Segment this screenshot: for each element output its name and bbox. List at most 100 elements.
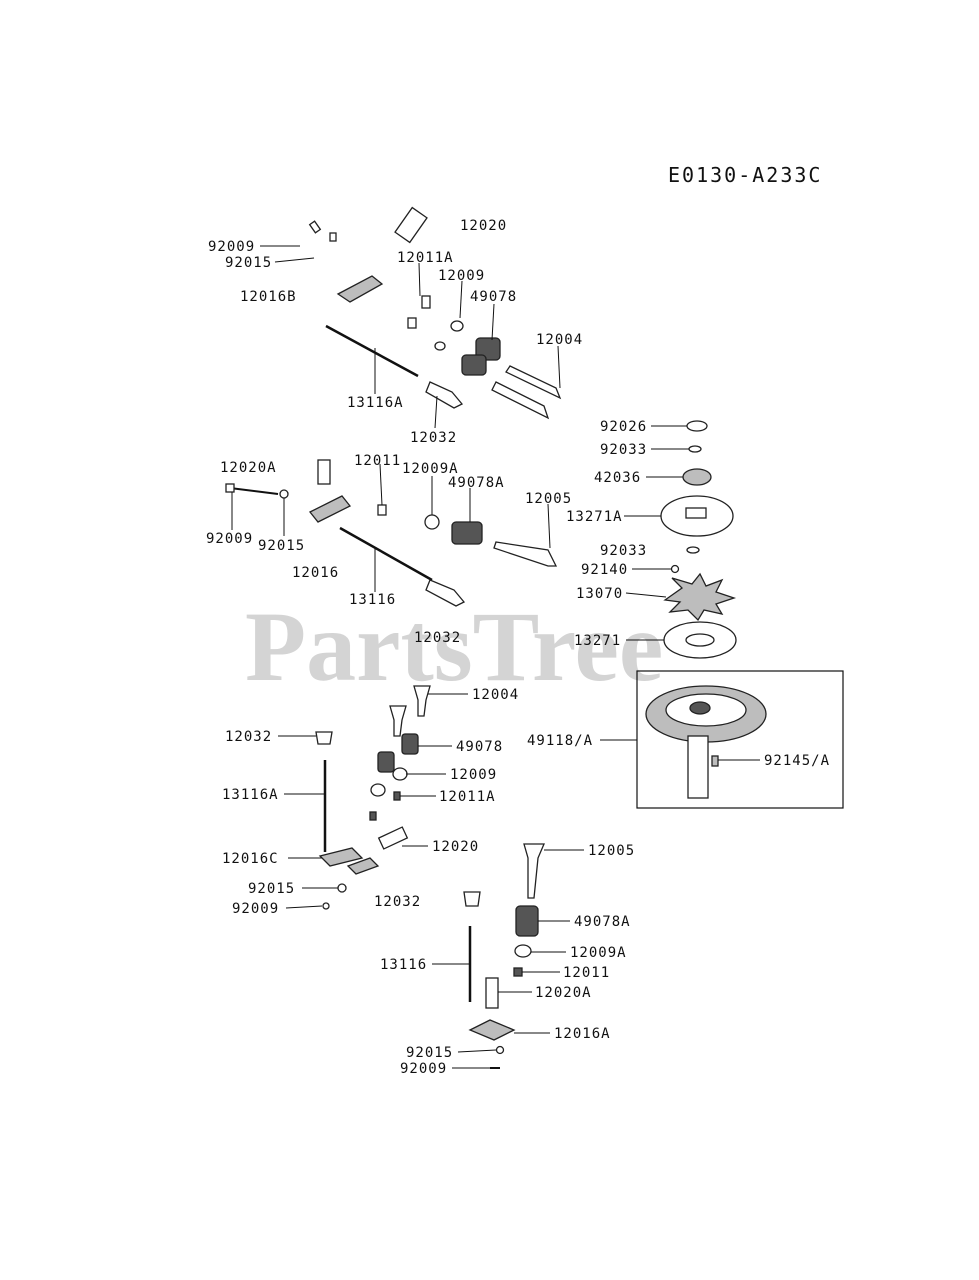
label-12016C[interactable]: 12016C [222,851,279,867]
label-12011[interactable]: 12011 [354,453,401,469]
label-92015[interactable]: 92015 [225,255,272,271]
screw-92009-c-part[interactable] [322,902,330,910]
screw-part[interactable] [308,220,322,234]
pivot-lower-part[interactable] [407,317,417,329]
label-12004-b[interactable]: 12004 [472,687,519,703]
push-rod-cover-12020-b-part[interactable] [377,826,409,850]
label-12009A-b[interactable]: 12009A [570,945,627,961]
label-92145A[interactable]: 92145/A [764,753,830,769]
ball-92140-part[interactable] [670,564,680,574]
label-13116A[interactable]: 13116A [347,395,404,411]
label-12032[interactable]: 12032 [410,430,457,446]
label-12005[interactable]: 12005 [525,491,572,507]
label-12016A[interactable]: 12016A [554,1026,611,1042]
tappet-12032-b-part[interactable] [425,579,466,607]
label-49078-b[interactable]: 49078 [456,739,503,755]
label-92140[interactable]: 92140 [581,562,628,578]
valve-12004-b-part[interactable] [491,381,550,420]
tappet-12032-d-part[interactable] [463,891,481,907]
label-12011-b[interactable]: 12011 [563,965,610,981]
valve-12005-part[interactable] [493,541,558,567]
pivot-12011-b-part[interactable] [513,967,523,977]
retainer-12009A-part[interactable] [424,514,440,530]
label-92009-b[interactable]: 92009 [206,531,253,547]
nut-part[interactable] [329,232,337,242]
label-13116-b[interactable]: 13116 [380,957,427,973]
label-12016B[interactable]: 12016B [240,289,297,305]
label-12020-b[interactable]: 12020 [432,839,479,855]
valve-12004-part[interactable] [505,365,562,400]
label-12011A-b[interactable]: 12011A [439,789,496,805]
label-92033[interactable]: 92033 [600,442,647,458]
rocker-arm-12016C-part[interactable] [318,847,364,867]
label-13116A-b[interactable]: 13116A [222,787,279,803]
label-92015-d[interactable]: 92015 [406,1045,453,1061]
label-12005-b[interactable]: 12005 [588,843,635,859]
screw-92009-part[interactable] [225,483,235,493]
label-49118A[interactable]: 49118/A [527,733,593,749]
label-13070[interactable]: 13070 [576,586,623,602]
pin-92145A-part[interactable] [711,755,719,767]
push-rod-cover-12020A-part[interactable] [317,459,331,485]
sleeve-42036-part[interactable] [682,468,712,486]
washer-92026-part[interactable] [686,420,708,432]
label-12009A[interactable]: 12009A [402,461,459,477]
push-rod-13116A-part[interactable] [325,324,419,378]
push-rod-cover-12020-part[interactable] [394,206,428,244]
label-92015-b[interactable]: 92015 [258,538,305,554]
tappet-12032-c-part[interactable] [315,731,333,745]
retainer-12009A-b-part[interactable] [514,944,532,958]
pivot-12011A-b-part[interactable] [393,791,401,801]
label-12032-b[interactable]: 12032 [414,630,461,646]
label-49078[interactable]: 49078 [470,289,517,305]
label-12020A[interactable]: 12020A [220,460,277,476]
rocker-arm-12016A-part[interactable] [468,1019,516,1041]
label-13271A[interactable]: 13271A [566,509,623,525]
retainer-12009-part[interactable] [450,320,464,332]
camshaft-body[interactable] [687,735,709,799]
label-49078A-b[interactable]: 49078A [574,914,631,930]
ring-92033-part[interactable] [688,445,702,453]
label-92009[interactable]: 92009 [208,239,255,255]
label-12032-c[interactable]: 12032 [225,729,272,745]
pivot-12011-part[interactable] [377,504,387,516]
nut-92015-part[interactable] [279,489,289,499]
valve-spring-49078-b-part[interactable] [401,733,419,755]
label-12011A[interactable]: 12011A [397,250,454,266]
valve-spring-49078-c-part[interactable] [377,751,395,773]
valve-12005-b-part[interactable] [523,843,545,899]
valve-12004-d-part[interactable] [389,705,407,737]
label-49078A[interactable]: 49078A [448,475,505,491]
label-12032-d[interactable]: 12032 [374,894,421,910]
retainer-12009-b-part[interactable] [392,767,408,781]
retainer-12009-c-part[interactable] [370,783,386,797]
label-12016[interactable]: 12016 [292,565,339,581]
label-12020A-b[interactable]: 12020A [535,985,592,1001]
retainer-small-part[interactable] [434,341,446,351]
valve-spring-49078A-b-part[interactable] [515,905,539,937]
label-92033-b[interactable]: 92033 [600,543,647,559]
pivot-12011A-c-part[interactable] [369,811,377,821]
weight-13070-part[interactable] [663,572,737,622]
label-13116[interactable]: 13116 [349,592,396,608]
label-92026[interactable]: 92026 [600,419,647,435]
tappet-12032-part[interactable] [425,381,464,409]
valve-spring-lower-part[interactable] [461,354,487,376]
label-13271[interactable]: 13271 [574,633,621,649]
label-92015-c[interactable]: 92015 [248,881,295,897]
pivot-12011A-part[interactable] [421,295,431,309]
nut-92015-d-part[interactable] [495,1045,505,1055]
label-92009-c[interactable]: 92009 [232,901,279,917]
ring-92033-b-part[interactable] [686,546,700,554]
valve-12004-c-part[interactable] [413,685,431,717]
label-92009-d[interactable]: 92009 [400,1061,447,1077]
label-12004[interactable]: 12004 [536,332,583,348]
label-12009-b[interactable]: 12009 [450,767,497,783]
nut-92015-c-part[interactable] [337,883,347,893]
push-rod-cover-12020A-b-part[interactable] [485,977,499,1009]
label-12020[interactable]: 12020 [460,218,507,234]
label-12009[interactable]: 12009 [438,268,485,284]
rocker-arm-12016-part[interactable] [308,495,352,523]
label-42036[interactable]: 42036 [594,470,641,486]
rocker-arm-12016C-b-part[interactable] [346,857,380,875]
